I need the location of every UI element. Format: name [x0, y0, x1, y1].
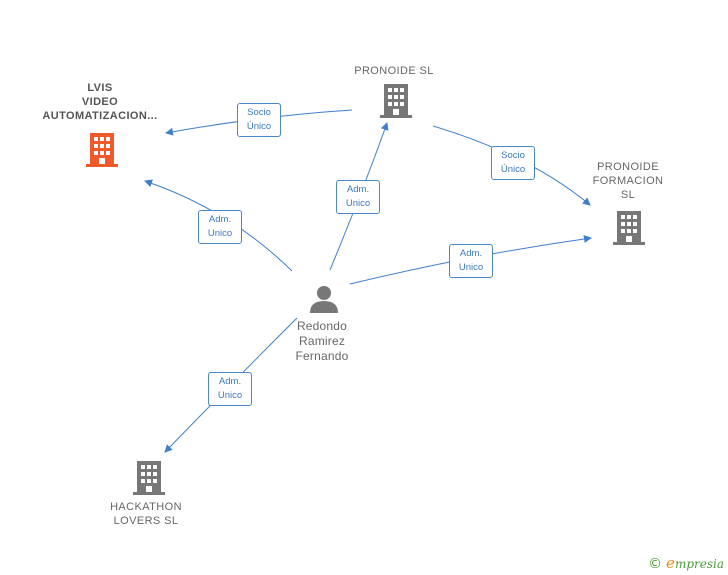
brand-initial: e — [666, 554, 675, 572]
brand-logo: ©empresia — [648, 554, 724, 572]
person-icon[interactable] — [309, 285, 339, 313]
node-label-pronoide[interactable]: PRONOIDE SL — [354, 65, 434, 77]
building-icon[interactable] — [86, 133, 118, 167]
relation-label-pronoide-to-formacion: Socio Único — [491, 146, 535, 180]
node-label-person[interactable]: Redondo Ramirez Fernando — [295, 319, 349, 363]
relation-label-pronoide-to-lvis: Socio Único — [237, 103, 281, 137]
node-label-hackathon[interactable]: HACKATHON LOVERS SL — [110, 501, 182, 527]
relation-label-person-to-pronoide: Adm. Unico — [336, 180, 380, 214]
copyright-icon: © — [648, 556, 663, 572]
building-icon[interactable] — [613, 211, 645, 245]
brand-name: mpresia — [674, 557, 724, 571]
node-label-lvis[interactable]: LVIS VIDEO AUTOMATIZACION... — [42, 82, 158, 122]
relation-label-person-to-hackathon: Adm. Unico — [208, 372, 252, 406]
building-icon[interactable] — [133, 461, 165, 495]
building-icon[interactable] — [380, 84, 412, 118]
relation-label-person-to-lvis: Adm. Unico — [198, 210, 242, 244]
relation-label-person-to-formacion: Adm. Unico — [449, 244, 493, 278]
node-label-pronoide-formacion[interactable]: PRONOIDE FORMACION SL — [592, 161, 664, 201]
